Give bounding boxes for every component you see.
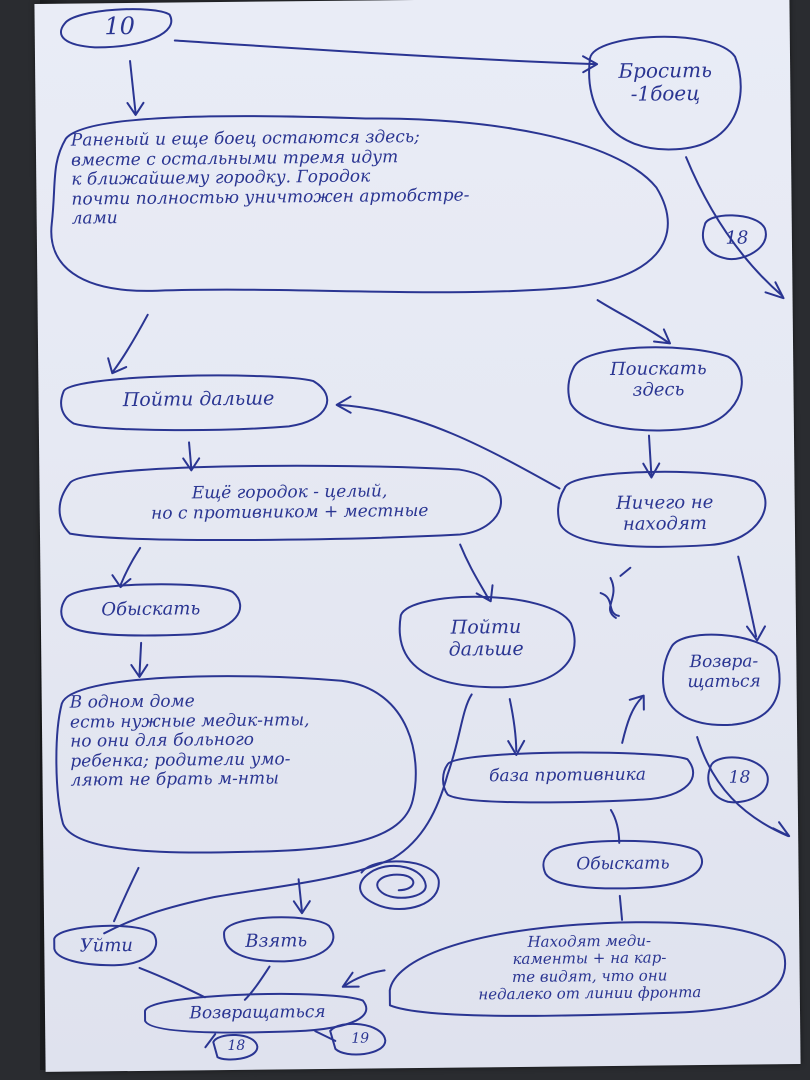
arrow-head xyxy=(642,462,661,479)
ref-18-b: 18 xyxy=(728,767,751,788)
node-go-further-2: Пойти дальше xyxy=(448,615,524,661)
arrow-head xyxy=(341,971,360,988)
node-wounded: Раненый и еще боец остаются здесь; вмест… xyxy=(70,126,470,229)
arrow-to-leave xyxy=(113,866,140,923)
node-go-further-1: Пойти дальше xyxy=(122,387,275,412)
arrow-to-go-further-1 xyxy=(112,313,149,373)
arrow-head xyxy=(628,694,645,711)
arrow-head xyxy=(130,663,149,678)
throw-oval xyxy=(588,35,742,151)
arrow-head xyxy=(652,328,672,345)
notebook-page: 10 Бросить -1боец Раненый и еще боец ост… xyxy=(34,0,801,1072)
return-2-oval xyxy=(143,992,368,1034)
search-here-blob xyxy=(567,346,743,432)
another-town-blob xyxy=(58,464,502,541)
ref-18-c: 18 xyxy=(227,1037,246,1055)
arrow-head xyxy=(582,55,599,74)
arrow-to-one-house xyxy=(138,641,143,676)
search-2-blob xyxy=(542,839,704,890)
node-nothing-found: Ничего не находят xyxy=(615,491,714,535)
enemy-base-blob xyxy=(442,751,694,804)
arrow-take-to-return xyxy=(243,965,271,1001)
ref-19: 19 xyxy=(351,1030,370,1047)
arrow-head xyxy=(292,900,311,915)
node-throw: Бросить -1боец xyxy=(618,57,713,106)
ref-19-oval xyxy=(329,1022,387,1056)
arrow-to-18 xyxy=(204,1033,217,1049)
go-further-1-oval xyxy=(60,374,329,432)
flowchart-drawing xyxy=(50,8,791,1061)
arrow-to-found-meds xyxy=(618,894,624,921)
page-number-oval xyxy=(59,8,173,49)
one-house-blob xyxy=(55,675,417,854)
node-enemy-base: база противника xyxy=(489,764,647,787)
squiggle-marks xyxy=(599,566,632,619)
arrow-to-take xyxy=(297,878,303,913)
arrow-head xyxy=(126,101,145,116)
arrow-back-to-go-further xyxy=(337,403,561,490)
node-found-meds: Находят меди- каменты + на кар- те видят… xyxy=(478,931,702,1004)
arrow-to-enemy-base xyxy=(508,698,518,752)
return-1-blob xyxy=(662,633,781,726)
arrow-head xyxy=(111,574,132,589)
wounded-blob xyxy=(50,115,669,294)
arrow-head xyxy=(107,357,128,375)
arrow-head xyxy=(764,281,785,300)
arrow-to-another-town xyxy=(188,441,193,470)
search-1-blob xyxy=(60,583,242,637)
arrow-head xyxy=(182,457,201,472)
node-take: Взять xyxy=(245,930,308,952)
ref-18-a: 18 xyxy=(725,227,749,249)
arrow-leave-to-return xyxy=(138,966,206,999)
ref-18-oval-b xyxy=(707,756,769,804)
arrow-head xyxy=(745,625,766,642)
arrow-to-return-1 xyxy=(621,696,643,744)
node-search-here: Поискать здесь xyxy=(609,357,707,401)
go-further-2-blob xyxy=(398,595,576,689)
node-another-town: Ещё городок - целый, но с противником + … xyxy=(150,481,429,524)
take-oval xyxy=(223,916,335,963)
arrow-to-throw xyxy=(173,39,597,66)
arrow-found-to-return xyxy=(343,969,386,987)
arrow-head xyxy=(507,739,526,756)
nothing-found-blob xyxy=(557,470,767,548)
node-return-1: Возвра- щаться xyxy=(687,651,761,692)
node-one-house: В одном доме есть нужные медик-нты, но о… xyxy=(69,691,310,791)
leave-oval xyxy=(53,924,157,967)
arrow-head xyxy=(772,821,791,838)
ref-18-oval-a xyxy=(701,214,767,261)
arrow-to-search-here xyxy=(596,299,670,344)
node-leave: Уйти xyxy=(79,935,134,957)
arrow-nothing-found-down xyxy=(737,555,758,638)
found-meds-blob xyxy=(388,921,787,1017)
arrow-to-wounded xyxy=(129,59,137,114)
arrow-to-19 xyxy=(314,1030,337,1042)
ref-18-oval-c xyxy=(212,1034,259,1061)
page-number: 10 xyxy=(104,11,136,41)
arrow-to-search-1 xyxy=(119,546,142,587)
arrow-to-nothing-found xyxy=(647,434,653,477)
ink-scribble xyxy=(359,860,440,910)
arrow-throw-right xyxy=(685,156,784,298)
arrow-to-go-further-2 xyxy=(459,543,490,601)
arrow-to-search-2 xyxy=(609,808,621,844)
node-search-1: Обыскать xyxy=(101,598,201,621)
arrow-head xyxy=(335,395,352,414)
node-return-2: Возвращаться xyxy=(189,1001,326,1024)
node-search-2: Обыскать xyxy=(576,853,670,875)
